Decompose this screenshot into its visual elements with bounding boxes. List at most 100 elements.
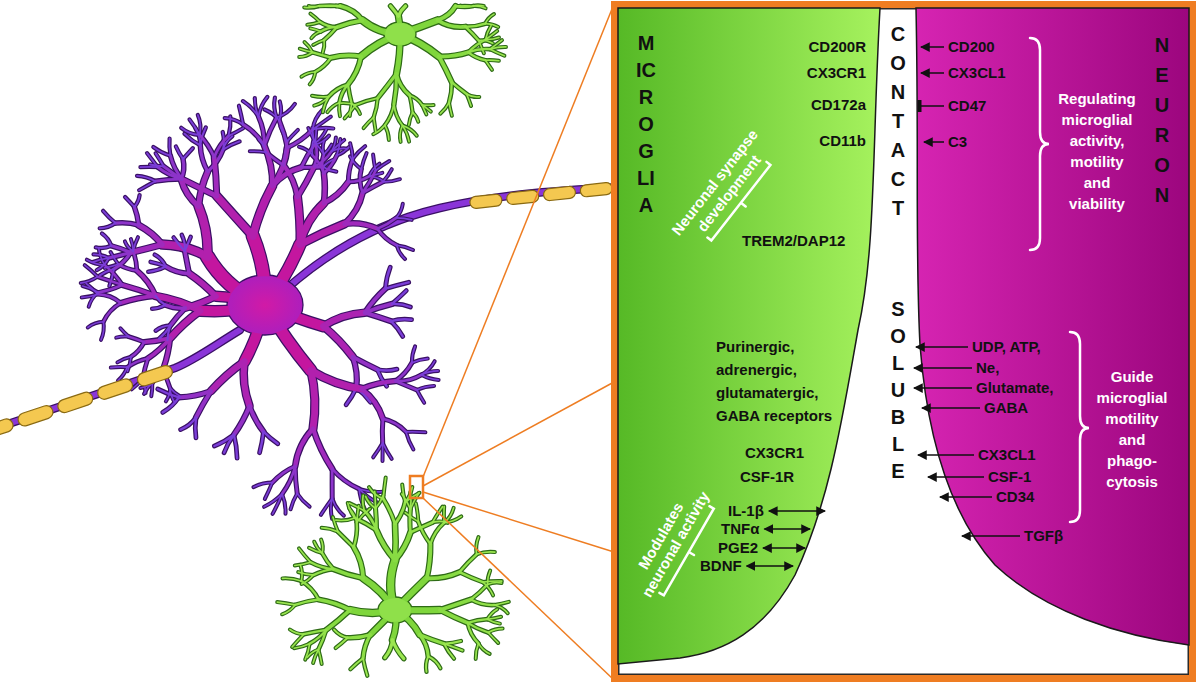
branch <box>374 117 376 131</box>
branch <box>338 103 340 116</box>
branch <box>443 507 445 523</box>
branch-outline <box>287 130 298 141</box>
signal-arrow <box>920 105 944 107</box>
ligand-label: UDP, ATP, <box>972 337 1041 357</box>
branch <box>166 388 170 401</box>
branch <box>125 197 134 207</box>
branch-outline <box>326 610 350 630</box>
branch <box>170 311 200 338</box>
branch-outline <box>413 112 419 121</box>
branch-outline <box>316 127 317 143</box>
branch-outline <box>295 429 313 467</box>
branch <box>362 389 383 419</box>
receptor-label: CD172a <box>811 95 866 115</box>
branch-outline <box>385 640 393 658</box>
ligand-label: TGFβ <box>1024 526 1063 546</box>
microglia-region: MICROGLIACD200RCX3CR1CD172aCD11bNeuronal… <box>618 8 916 675</box>
branch <box>312 96 329 97</box>
branch <box>120 328 128 336</box>
branch-outline <box>125 197 134 207</box>
branch <box>152 305 165 309</box>
branch-outline <box>416 503 419 521</box>
branch-outline <box>234 406 250 435</box>
branch-outline <box>337 20 363 27</box>
branch <box>363 495 365 511</box>
branch-outline <box>307 22 320 25</box>
bracket <box>1030 38 1049 250</box>
branch-outline <box>383 478 386 499</box>
branch <box>137 176 155 181</box>
branch <box>318 650 321 664</box>
branch <box>300 224 345 245</box>
branch-outline <box>440 610 468 623</box>
branch <box>250 406 264 432</box>
branch <box>376 508 377 530</box>
section-label: SOLUBLE <box>888 296 908 485</box>
branch <box>297 494 309 507</box>
branch <box>373 443 383 458</box>
branch-outline <box>396 204 403 218</box>
branch <box>383 478 386 499</box>
branch-outline <box>137 176 155 181</box>
branch <box>327 103 339 112</box>
branch-outline <box>438 6 456 20</box>
branch <box>427 572 460 578</box>
branch-outline <box>185 251 189 274</box>
branch <box>325 5 336 7</box>
branch <box>200 145 207 171</box>
branch <box>391 321 403 336</box>
function-label: Regulating microglial activity, motility… <box>1057 88 1137 214</box>
branch <box>280 126 287 141</box>
branch <box>427 544 431 578</box>
branch <box>311 371 362 390</box>
factor-label: TNFα <box>721 520 759 538</box>
figure-panel: MICROGLIACD200RCX3CR1CD172aCD11bNeuronal… <box>611 1 1196 682</box>
branch <box>392 640 403 659</box>
branch <box>301 581 318 599</box>
branch-outline <box>214 157 217 196</box>
branch <box>336 5 340 8</box>
bracket <box>1070 332 1089 522</box>
branch <box>277 104 295 118</box>
branch-outline <box>391 6 399 16</box>
branch-outline <box>440 103 449 114</box>
branch-outline <box>183 148 193 159</box>
branch <box>190 119 200 134</box>
branch-outline <box>313 52 332 57</box>
branch-outline <box>98 294 121 303</box>
axon-outline <box>285 186 640 290</box>
branch-outline <box>295 600 319 605</box>
branch <box>319 600 351 611</box>
branch <box>265 110 280 121</box>
branch <box>310 14 320 22</box>
branch-outline <box>471 600 494 606</box>
branch-outline <box>321 540 323 553</box>
branch-outline <box>350 658 363 669</box>
branch-outline <box>139 181 155 190</box>
zoom-line <box>423 492 614 552</box>
branch <box>217 196 253 236</box>
branch <box>420 635 429 657</box>
axon <box>0 330 240 430</box>
neuron-drawing <box>0 97 650 519</box>
branch-outline <box>181 417 196 429</box>
branch <box>98 285 122 293</box>
branch <box>129 337 145 343</box>
branch <box>336 5 340 7</box>
branch <box>418 522 430 544</box>
branch <box>398 6 405 16</box>
branch <box>185 296 215 308</box>
branch <box>467 94 480 97</box>
branch-outline <box>117 357 131 363</box>
branch <box>476 643 479 659</box>
branch <box>422 105 426 114</box>
branch <box>314 143 317 167</box>
branch <box>488 583 502 585</box>
branch <box>383 419 406 432</box>
branch-outline <box>360 169 363 193</box>
branch-outline <box>356 98 378 105</box>
branch <box>406 432 413 450</box>
cell-label: MICROGLIA <box>636 30 656 219</box>
branch-outline <box>383 419 406 432</box>
zoom-marker <box>410 4 614 680</box>
